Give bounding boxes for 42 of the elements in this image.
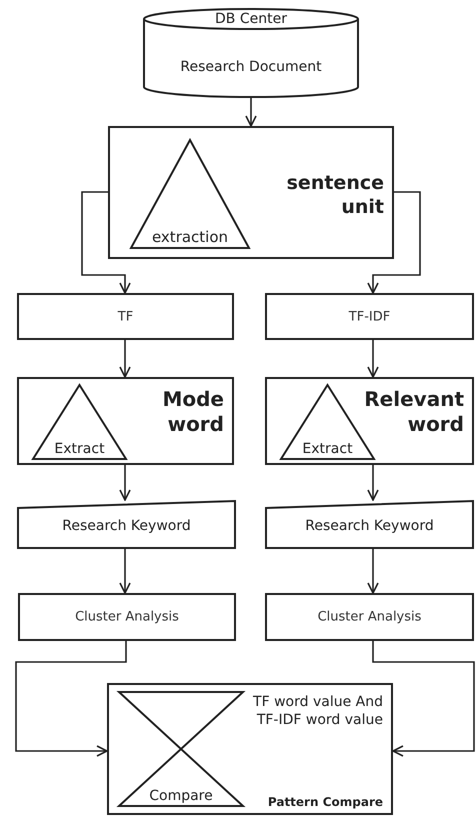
process-box: [17, 377, 234, 465]
process-box: [265, 293, 474, 340]
node-label: Cluster Analysis: [316, 610, 422, 624]
process-box: [265, 593, 474, 641]
arrow: [367, 465, 379, 501]
arrow: [367, 549, 379, 594]
node-heading: sentence unit: [286, 172, 384, 220]
database-cylinder: [143, 8, 359, 98]
node-heading: Mode word: [161, 387, 224, 437]
arrow: [119, 549, 131, 594]
compare-hourglass: [117, 690, 245, 808]
node-label: TF-IDF: [348, 309, 392, 324]
triangle-label: extraction: [150, 228, 230, 246]
extract-triangle: [31, 383, 128, 461]
hourglass-label: Compare: [148, 788, 214, 804]
node-heading: Relevant word: [363, 387, 464, 437]
arrow: [245, 98, 257, 127]
node-text: TF word value And TF-IDF word value: [252, 693, 383, 730]
process-box: [265, 377, 474, 465]
node-label: Cluster Analysis: [74, 610, 180, 624]
arrow: [372, 641, 475, 757]
node-label: TF: [116, 309, 134, 324]
process-box: [18, 593, 236, 641]
manual-input-shape: [17, 500, 236, 549]
arrow: [119, 465, 131, 501]
arrow: [15, 641, 127, 757]
node-label: Research Keyword: [61, 518, 192, 534]
arrow: [367, 340, 379, 378]
triangle-label: Extract: [53, 441, 106, 457]
process-box: [108, 126, 394, 259]
node-label: Research Keyword: [304, 518, 435, 534]
extraction-triangle: [129, 138, 251, 250]
compare-box: [107, 683, 393, 815]
process-box: [17, 293, 234, 340]
arrow: [119, 340, 131, 378]
node-label: Research Document: [179, 59, 323, 75]
node-heading: Pattern Compare: [268, 795, 383, 809]
triangle-label: Extract: [301, 441, 354, 457]
arrow: [81, 191, 131, 294]
arrow: [367, 191, 421, 294]
cylinder-title: DB Center: [214, 11, 288, 27]
manual-input-shape: [265, 500, 474, 549]
